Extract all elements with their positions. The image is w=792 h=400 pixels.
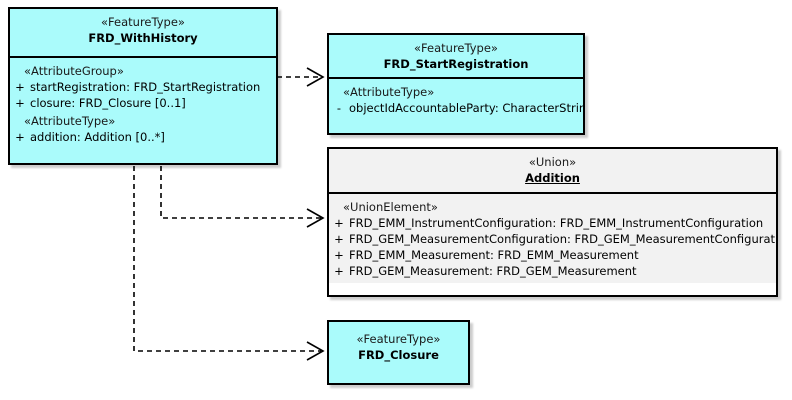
attribute-group-stereotype: «AttributeGroup» [24, 64, 124, 78]
attribute-label: FRD_GEM_Measurement: FRD_GEM_Measurement [349, 264, 637, 278]
class-header-frd-closure: «FeatureType» FRD_Closure [329, 322, 468, 368]
attribute-label: objectIdAccountableParty: CharacterStrin… [349, 101, 585, 115]
attribute-group-stereotype: «UnionElement» [343, 200, 438, 214]
attribute-label: FRD_EMM_Measurement: FRD_EMM_Measurement [349, 248, 639, 262]
class-stereotype: «Union» [528, 155, 577, 169]
class-name: FRD_StartRegistration [383, 57, 529, 71]
class-header-frd-startregistration: «FeatureType» FRD_StartRegistration [329, 35, 583, 79]
visibility-marker: + [334, 264, 344, 278]
visibility-marker: - [336, 101, 342, 115]
connector-dep-addition[interactable] [160, 166, 325, 228]
attribute-label: FRD_EMM_InstrumentConfiguration: FRD_EMM… [349, 216, 764, 230]
attribute-label: addition: Addition [0..*] [30, 130, 165, 144]
attribute-row[interactable]: + FRD_GEM_Measurement: FRD_GEM_Measureme… [329, 263, 776, 279]
visibility-marker: + [334, 216, 344, 230]
class-box-addition[interactable]: «Union» Addition «UnionElement» + FRD_EM… [327, 147, 778, 297]
visibility-marker: + [15, 80, 25, 94]
visibility-marker: + [334, 232, 344, 246]
class-stereotype: «FeatureType» [356, 332, 441, 346]
class-compartment-attributes: «AttributeType» - objectIdAccountablePar… [329, 79, 583, 120]
class-header-addition: «Union» Addition [329, 149, 776, 194]
class-name: FRD_WithHistory [88, 31, 198, 45]
attribute-row[interactable]: + startRegistration: FRD_StartRegistrati… [10, 79, 276, 95]
attribute-row[interactable]: + FRD_EMM_Measurement: FRD_EMM_Measureme… [329, 247, 776, 263]
class-compartment-attributes: «UnionElement» + FRD_EMM_InstrumentConfi… [329, 194, 776, 283]
class-box-frd-startregistration[interactable]: «FeatureType» FRD_StartRegistration «Att… [327, 33, 585, 135]
attribute-row[interactable]: + addition: Addition [0..*] [10, 129, 276, 145]
class-name: Addition [525, 171, 580, 185]
class-name: FRD_Closure [358, 348, 439, 362]
class-box-frd-closure[interactable]: «FeatureType» FRD_Closure [327, 320, 470, 385]
class-header-frd-withhistory: «FeatureType» FRD_WithHistory [10, 9, 276, 58]
class-stereotype: «FeatureType» [101, 15, 185, 29]
class-stereotype: «FeatureType» [414, 41, 498, 55]
connector-dep-closure[interactable] [133, 166, 325, 361]
attribute-label: startRegistration: FRD_StartRegistration [30, 80, 261, 94]
class-box-frd-withhistory[interactable]: «FeatureType» FRD_WithHistory «Attribute… [8, 7, 278, 165]
attribute-group-stereotype: «AttributeType» [24, 114, 116, 128]
visibility-marker: + [15, 130, 25, 144]
attribute-row[interactable]: + closure: FRD_Closure [0..1] [10, 95, 276, 111]
attribute-label: FRD_GEM_MeasurementConfiguration: FRD_GE… [349, 232, 778, 246]
visibility-marker: + [15, 96, 25, 110]
attribute-row[interactable]: + FRD_GEM_MeasurementConfiguration: FRD_… [329, 231, 776, 247]
attribute-label: closure: FRD_Closure [0..1] [30, 96, 186, 110]
attribute-row[interactable]: - objectIdAccountableParty: CharacterStr… [329, 100, 583, 116]
attribute-row[interactable]: + FRD_EMM_InstrumentConfiguration: FRD_E… [329, 215, 776, 231]
attribute-group-stereotype: «AttributeType» [343, 85, 435, 99]
class-compartment-attributes: «AttributeGroup» + startRegistration: FR… [10, 58, 276, 149]
visibility-marker: + [334, 248, 344, 262]
connector-dep-startregistration[interactable] [277, 67, 325, 87]
